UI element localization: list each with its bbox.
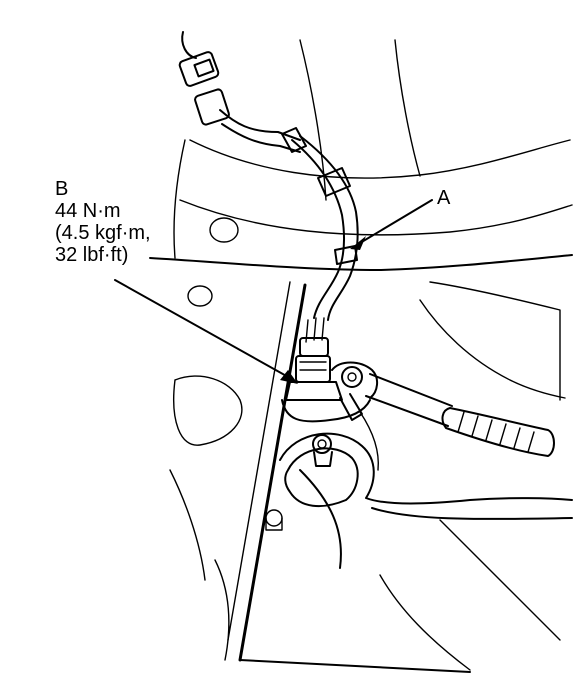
leader-line-a [359, 199, 433, 244]
torque-lbfft: 32 lbf·ft) [55, 244, 129, 266]
connector-plug [178, 31, 301, 153]
arrowhead-a [350, 236, 366, 250]
torque-kgfm: (4.5 kgf·m, [55, 222, 151, 244]
callout-b-block: B 44 N·m (4.5 kgf·m, 32 lbf·ft) [55, 178, 151, 266]
sensor-harness-A [281, 127, 359, 343]
engine-body-contours [149, 39, 573, 671]
socket-wrench [331, 361, 555, 457]
exhaust-manifold [265, 399, 573, 569]
mounting-plate [227, 281, 471, 673]
callout-a-label: A [437, 187, 451, 209]
leader-lines [114, 199, 433, 384]
callout-b-label: B [55, 178, 69, 200]
leader-line-b [114, 279, 291, 379]
torque-nm: 44 N·m [55, 200, 121, 222]
arrowhead-b [280, 370, 298, 384]
